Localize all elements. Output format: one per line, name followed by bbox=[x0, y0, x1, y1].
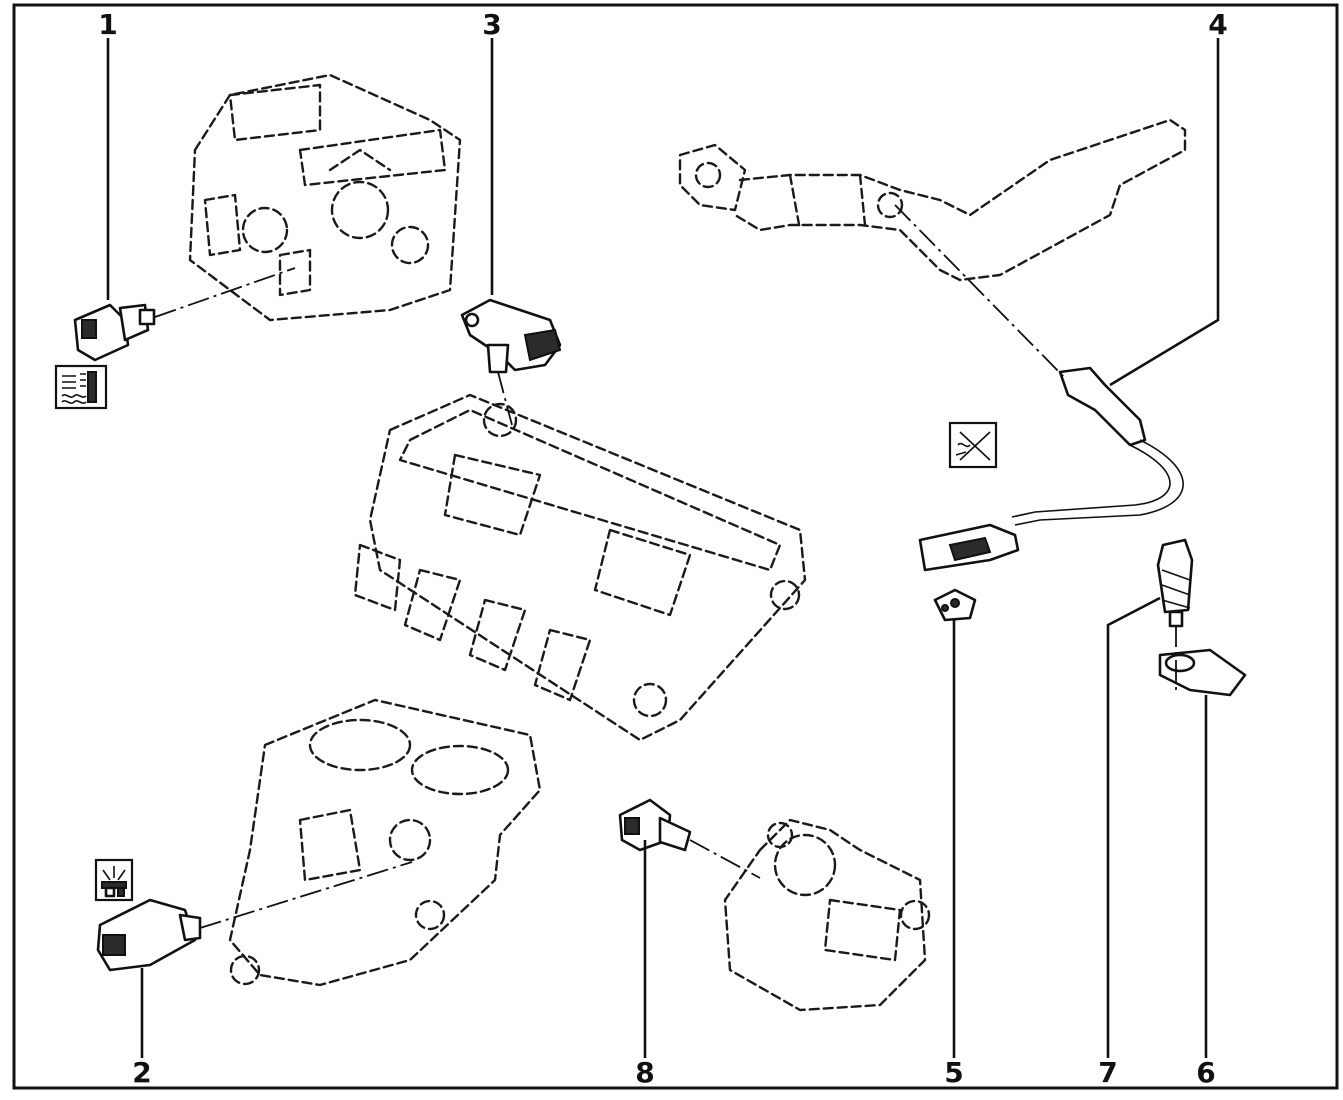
sensor-4-axis-line bbox=[894, 204, 1066, 379]
knock-sensor-symbol-icon bbox=[94, 858, 134, 902]
oxygen-sensor bbox=[918, 366, 1184, 572]
callout-4: 4 bbox=[1208, 8, 1227, 41]
grommet bbox=[933, 588, 977, 622]
coolant-temperature-sensor bbox=[73, 303, 156, 362]
callout-5: 5 bbox=[944, 1056, 963, 1089]
speed-sensor bbox=[1156, 538, 1194, 628]
sensor-8-axis-line bbox=[689, 839, 761, 879]
knock-sensor bbox=[96, 898, 202, 972]
callout-1: 1 bbox=[98, 8, 117, 41]
manifold-pressure-sensor bbox=[460, 298, 562, 374]
callout-7: 7 bbox=[1098, 1056, 1117, 1089]
air-temperature-sensor bbox=[618, 798, 692, 852]
throttle-housing bbox=[723, 818, 931, 1012]
engine-block-bottom-left bbox=[228, 698, 542, 987]
callout-3: 3 bbox=[482, 8, 501, 41]
exhaust-pipe bbox=[678, 118, 1187, 282]
callout-labels: 1 3 4 2 8 5 7 6 bbox=[98, 8, 1227, 1089]
bracket bbox=[1158, 648, 1247, 697]
callout-6: 6 bbox=[1196, 1056, 1215, 1089]
diagram-frame bbox=[12, 3, 1339, 1090]
engine-block-top-left bbox=[188, 73, 462, 322]
intake-manifold bbox=[353, 393, 807, 742]
sensor-1-axis-line bbox=[154, 267, 296, 318]
leader-lines bbox=[106, 38, 1220, 1058]
coolant-temperature-symbol-icon bbox=[54, 364, 108, 410]
sensor-3-axis-line bbox=[497, 371, 513, 426]
lambda-sensor-symbol-icon bbox=[948, 421, 998, 469]
sensor-2-axis-line bbox=[199, 861, 413, 929]
callout-8: 8 bbox=[635, 1056, 654, 1089]
callout-2: 2 bbox=[132, 1056, 151, 1089]
